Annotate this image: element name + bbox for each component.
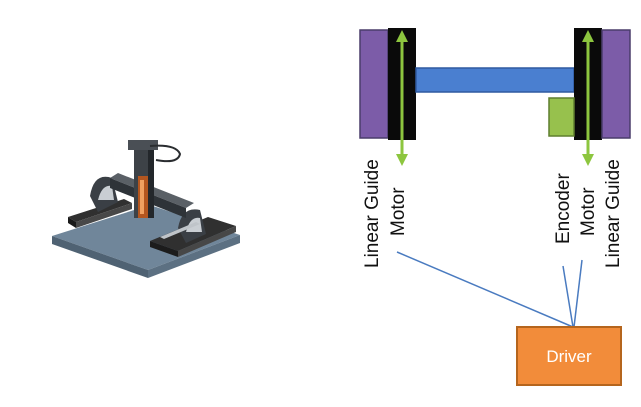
beam	[415, 67, 575, 93]
left-guide-label: Linear Guide	[362, 159, 383, 268]
right-guide-label: Linear Guide	[603, 159, 624, 268]
wire-right-motor	[573, 259, 583, 328]
wire-left-motor	[396, 251, 574, 328]
left-linear-guide	[359, 29, 389, 139]
encoder-label: Encoder	[553, 173, 574, 244]
right-linear-guide	[601, 29, 631, 139]
gantry-machine-icon	[52, 140, 240, 278]
driver-label: Driver	[546, 347, 592, 366]
left-motor-label: Motor	[388, 187, 409, 236]
right-motor-label: Motor	[578, 187, 599, 236]
wires	[396, 251, 583, 328]
wire-encoder	[562, 265, 574, 328]
encoder-block	[548, 97, 575, 137]
driver-box: Driver	[516, 326, 622, 386]
